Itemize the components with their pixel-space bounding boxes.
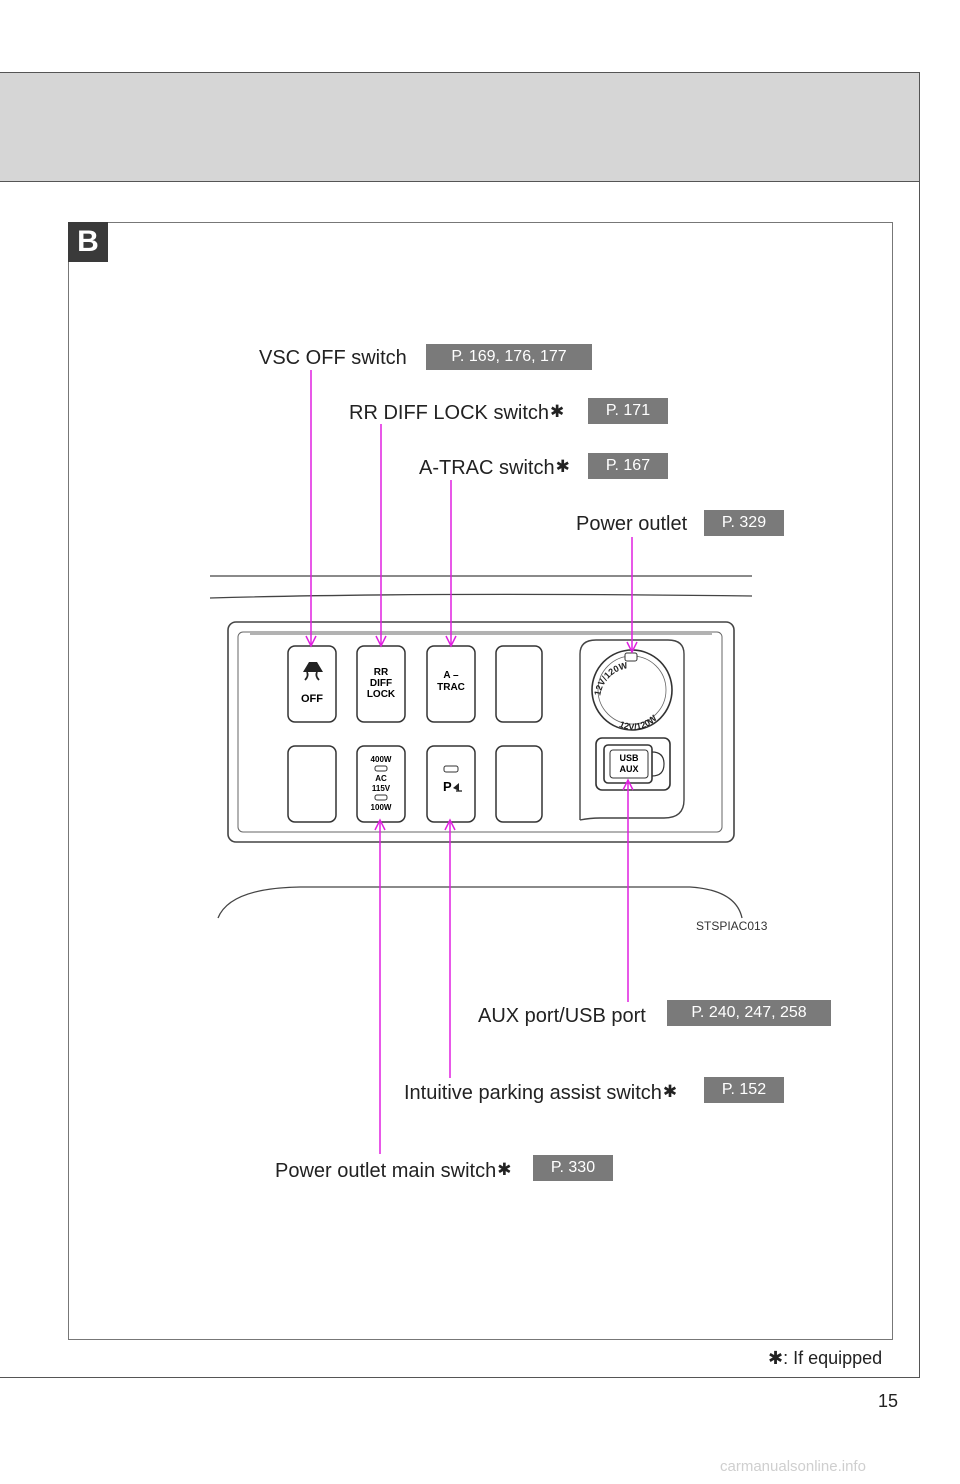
switch-bezel-inner <box>237 631 723 833</box>
svg-text:LOCK: LOCK <box>367 689 396 700</box>
vsc-switch-text: OFF <box>301 693 323 705</box>
figure-code: STSPIAC013 <box>696 919 768 933</box>
page-border-bottom <box>0 1377 920 1378</box>
power-outlet-main-label: Power outlet main switch✱ <box>275 1160 512 1182</box>
vsc-arrow <box>305 635 317 648</box>
dash-line-lower <box>209 593 753 599</box>
rr-diff-lock-page-ref[interactable]: P. 171 <box>588 398 668 424</box>
vsc-skid-icon <box>303 662 323 681</box>
power-socket-icon: 12V/120W 12V/120W <box>591 649 673 732</box>
equipped-mark: ✱ <box>550 402 565 421</box>
power-outlet-switch-text: 400W AC 115V 100W <box>371 755 392 812</box>
svg-text:AC: AC <box>375 774 387 783</box>
a-trac-label: A-TRAC switch✱ <box>419 457 570 479</box>
page-number: 15 <box>878 1391 899 1411</box>
switch-bezel <box>227 621 735 843</box>
figure-panel <box>68 222 893 1340</box>
a-trac-page-ref[interactable]: P. 167 <box>588 453 668 479</box>
equipped-mark: ✱ <box>555 457 570 476</box>
aux-usb-label: AUX port/USB port <box>478 1005 646 1027</box>
svg-text:DIFF: DIFF <box>370 678 392 689</box>
parking-assist-page-ref[interactable]: P. 152 <box>704 1077 784 1103</box>
parking-assist-label: Intuitive parking assist switch✱ <box>404 1082 678 1104</box>
rr-diff-switch-text: RR DIFF LOCK <box>367 667 396 700</box>
a-trac-switch-text: A – TRAC <box>437 670 465 693</box>
svg-text:A –: A – <box>443 670 459 681</box>
watermark: carmanualsonline.info <box>720 1458 866 1475</box>
power-outlet-label: Power outlet <box>576 513 688 535</box>
rr-diff-lock-label: RR DIFF LOCK switch✱ <box>349 402 565 424</box>
svg-text:115V: 115V <box>372 784 391 793</box>
parking-switch-text: P <box>443 779 452 794</box>
steering-wheel-outline <box>217 886 743 919</box>
equipped-mark: ✱ <box>497 1160 512 1179</box>
vsc-off-label: VSC OFF switch <box>259 347 407 369</box>
svg-text:USB: USB <box>619 753 639 763</box>
equipped-mark: ✱ <box>768 1348 784 1368</box>
blank-switch-top <box>495 645 543 723</box>
outlet-module-frame <box>579 639 685 820</box>
header-band <box>0 72 920 182</box>
parking-sensor-icon <box>453 783 462 792</box>
svg-text:100W: 100W <box>371 803 392 812</box>
power-outlet-main-page-ref[interactable]: P. 330 <box>533 1155 613 1181</box>
svg-text:400W: 400W <box>371 755 392 764</box>
svg-text:RR: RR <box>374 667 389 678</box>
usb-port-icon: USB AUX <box>595 737 671 791</box>
section-tab: B <box>68 222 108 262</box>
equipped-mark: ✱ <box>662 1082 678 1101</box>
leader-lines <box>305 370 638 1154</box>
blank-switch-bottom-left <box>287 745 337 823</box>
footnote-text: : If equipped <box>783 1348 883 1368</box>
aux-usb-page-ref[interactable]: P. 240, 247, 258 <box>667 1000 831 1026</box>
svg-text:AUX: AUX <box>619 764 638 774</box>
page-border-right <box>919 182 920 1378</box>
vsc-off-page-ref[interactable]: P. 169, 176, 177 <box>426 344 592 370</box>
footnote: ✱: If equipped <box>768 1348 882 1369</box>
blank-switch-bottom-right <box>495 745 543 823</box>
svg-text:TRAC: TRAC <box>437 682 465 693</box>
vsc-off-switch <box>287 645 337 723</box>
power-outlet-page-ref[interactable]: P. 329 <box>704 510 784 536</box>
